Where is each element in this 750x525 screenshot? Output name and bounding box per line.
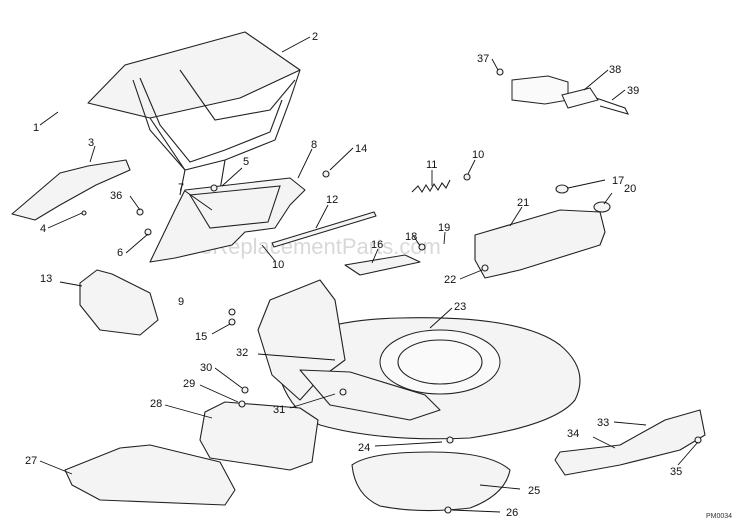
callout-8: 8 — [311, 139, 317, 151]
callout-38: 38 — [609, 64, 621, 76]
rear-cover-part — [474, 209, 606, 279]
callout-4: 4 — [40, 223, 46, 235]
callout-34: 34 — [567, 428, 579, 440]
callout-14: 14 — [355, 143, 367, 155]
watermark-text: eReplacementParts.com — [200, 234, 441, 259]
side-plate-part — [299, 369, 441, 421]
skirt-part — [64, 444, 236, 506]
bracket-part — [554, 409, 706, 476]
callout-15: 15 — [195, 331, 207, 343]
callout-3: 3 — [88, 137, 94, 149]
callout-9: 9 — [178, 296, 184, 308]
callout-1: 1 — [33, 122, 39, 134]
drawing-code: PM0034 — [706, 513, 732, 520]
callout-6: 6 — [117, 247, 123, 259]
callout-30: 30 — [200, 362, 212, 374]
door-bracket-part — [149, 177, 306, 263]
callout-17: 17 — [612, 175, 624, 187]
callout-33: 33 — [597, 417, 609, 429]
callout-2: 2 — [312, 31, 318, 43]
callout-12: 12 — [326, 194, 338, 206]
clip-part — [555, 184, 569, 194]
callout-19: 19 — [438, 222, 450, 234]
callout-11: 11 — [426, 159, 437, 171]
knob-part — [593, 201, 611, 213]
leader-lines — [39, 36, 699, 513]
callout-10-top: 10 — [472, 149, 484, 161]
callout-16: 16 — [371, 239, 383, 251]
callout-labels: 1 2 3 4 5 6 7 8 9 10 10 11 12 13 14 15 1… — [25, 31, 682, 519]
battery-box-part — [511, 75, 569, 105]
callout-13: 13 — [40, 273, 52, 285]
callout-26: 26 — [506, 507, 518, 519]
rod-part — [271, 211, 377, 248]
cover-plate-part — [561, 87, 599, 109]
callout-5: 5 — [243, 156, 249, 168]
callout-35: 35 — [670, 466, 682, 478]
callout-36: 36 — [110, 190, 122, 202]
deflector-plate-part — [11, 159, 131, 221]
callout-24: 24 — [358, 442, 370, 454]
callout-25: 25 — [528, 485, 540, 497]
tray-part — [351, 451, 511, 512]
callout-20: 20 — [624, 183, 636, 195]
callout-23: 23 — [454, 301, 466, 313]
side-shield-part — [79, 269, 159, 336]
handle-wire-part — [595, 97, 630, 115]
hardware-group — [81, 68, 702, 514]
callout-28: 28 — [150, 398, 162, 410]
bag-frame-part — [87, 31, 301, 196]
callout-21: 21 — [517, 197, 529, 209]
callout-22: 22 — [444, 274, 456, 286]
callout-18: 18 — [405, 231, 417, 243]
chute-housing-part — [257, 279, 346, 401]
callout-31: 31 — [273, 404, 285, 416]
hinge-plate-part — [344, 254, 421, 276]
callout-27: 27 — [25, 455, 37, 467]
callout-32: 32 — [236, 347, 248, 359]
callout-37: 37 — [477, 53, 489, 65]
rear-flap-part — [199, 401, 319, 471]
callout-29: 29 — [183, 378, 195, 390]
callout-7: 7 — [178, 182, 184, 194]
callout-39: 39 — [627, 85, 639, 97]
callout-10-mid: 10 — [272, 259, 284, 271]
spring-part — [411, 179, 451, 194]
